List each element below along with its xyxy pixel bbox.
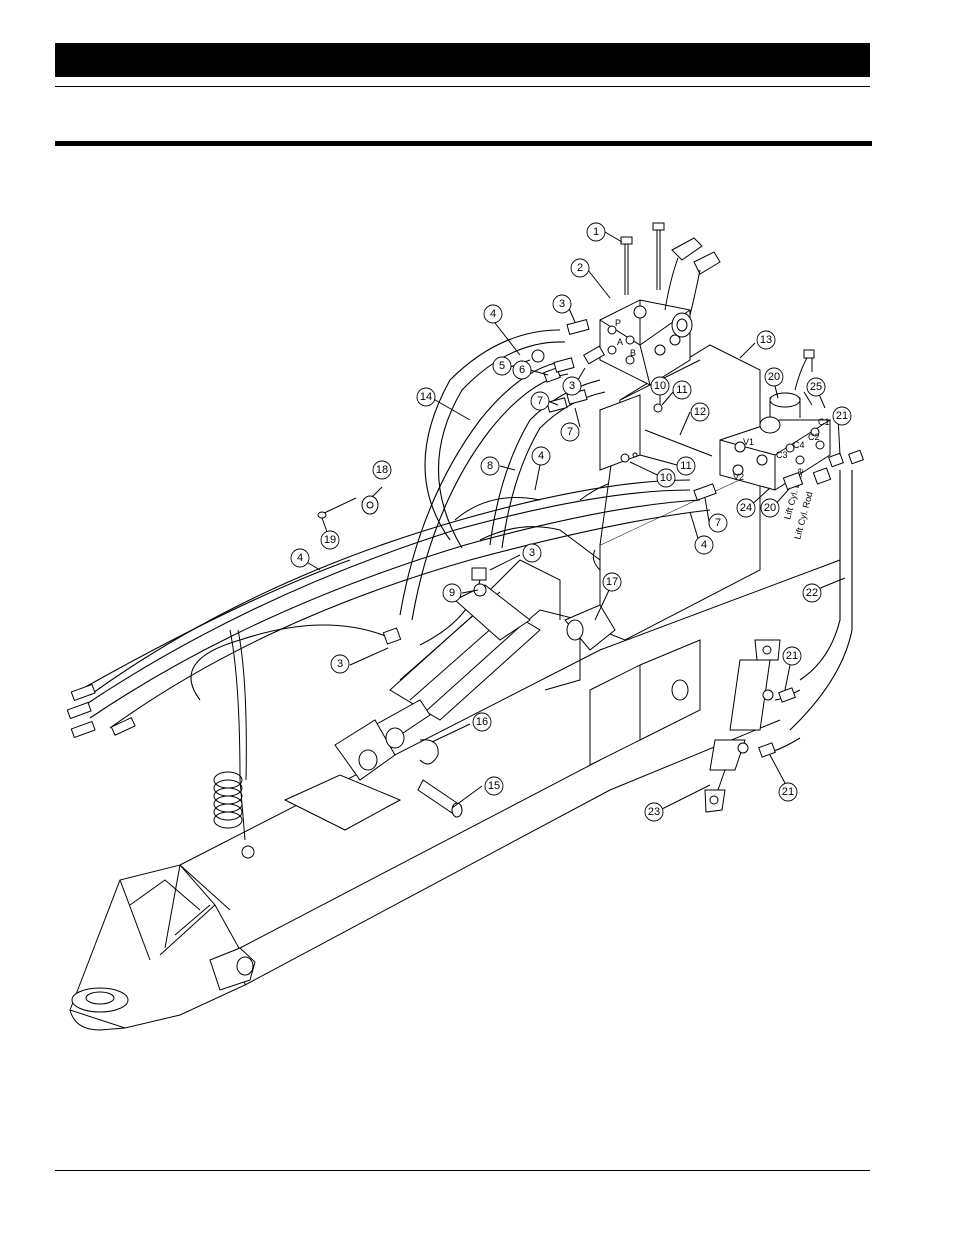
tilt-cylinder <box>334 567 616 818</box>
reservoir-tank <box>592 344 761 641</box>
callout-label: 21 <box>786 650 798 662</box>
footer-rule <box>55 1170 870 1171</box>
callout-label: 4 <box>701 539 707 551</box>
callout-label: 7 <box>537 395 543 407</box>
callout-label: 15 <box>488 780 500 792</box>
port-v2-label: V2 <box>733 472 744 482</box>
callout-label: 14 <box>420 391 432 403</box>
leader-lines <box>299 231 846 811</box>
secondary-valve: V1 V2 C3 C4 C2 C1 <box>719 349 831 491</box>
callout-label: 5 <box>499 360 505 372</box>
callout-label: 10 <box>660 472 672 484</box>
lift-cylinder <box>704 639 781 813</box>
callout-label: 18 <box>376 464 388 476</box>
section-rule <box>55 141 872 146</box>
callout-label: 6 <box>519 364 525 376</box>
callout-label: 22 <box>806 587 818 599</box>
port-p-label: P <box>615 318 621 328</box>
callout-label: 2 <box>577 262 583 274</box>
callout-label: 3 <box>559 298 565 310</box>
callout-label: 25 <box>810 381 822 393</box>
callout-label: 7 <box>715 517 721 529</box>
port-a-label: A <box>617 337 623 347</box>
port-c1-label: C1 <box>818 417 830 427</box>
callout-label: 24 <box>740 502 752 514</box>
wire-coil <box>213 629 255 859</box>
callout-label: 16 <box>476 716 488 728</box>
callout-label: 19 <box>324 534 336 546</box>
callout-label: 20 <box>768 371 780 383</box>
callout-label: 1 <box>593 226 599 238</box>
callout-label: 4 <box>490 308 496 320</box>
port-c2-label: C2 <box>808 432 820 442</box>
callout-label: 4 <box>297 552 303 564</box>
callout-label: 3 <box>569 380 575 392</box>
callout-label: 12 <box>694 406 706 418</box>
callout-label: 13 <box>760 334 772 346</box>
port-c3-label: C3 <box>776 450 788 460</box>
callout-label: 21 <box>782 786 794 798</box>
port-b-label: B <box>630 348 636 358</box>
port-v1-label: V1 <box>743 437 754 447</box>
callout-label: 23 <box>648 806 660 818</box>
fittings <box>317 318 864 758</box>
callout-label: 11 <box>676 384 687 396</box>
callout-label: 17 <box>606 576 618 588</box>
callouts: 1 2 3 4 5 6 7 8 9 10 11 12 13 14 15 16 1… <box>290 222 852 822</box>
callout-label: 3 <box>337 658 343 670</box>
callout-label: 7 <box>567 426 573 438</box>
callout-label: 3 <box>529 547 535 559</box>
callout-label: 8 <box>487 460 493 472</box>
callout-label: 20 <box>764 502 776 514</box>
callout-label: 11 <box>680 460 691 472</box>
callout-label: 10 <box>654 380 666 392</box>
port-c4-label: C4 <box>793 440 805 450</box>
callout-label: 9 <box>449 587 455 599</box>
control-valve: P A B <box>599 222 721 386</box>
callout-label: 4 <box>538 450 544 462</box>
header-rule <box>55 86 870 87</box>
callout-label: 21 <box>836 410 848 422</box>
header-bar <box>55 43 870 77</box>
